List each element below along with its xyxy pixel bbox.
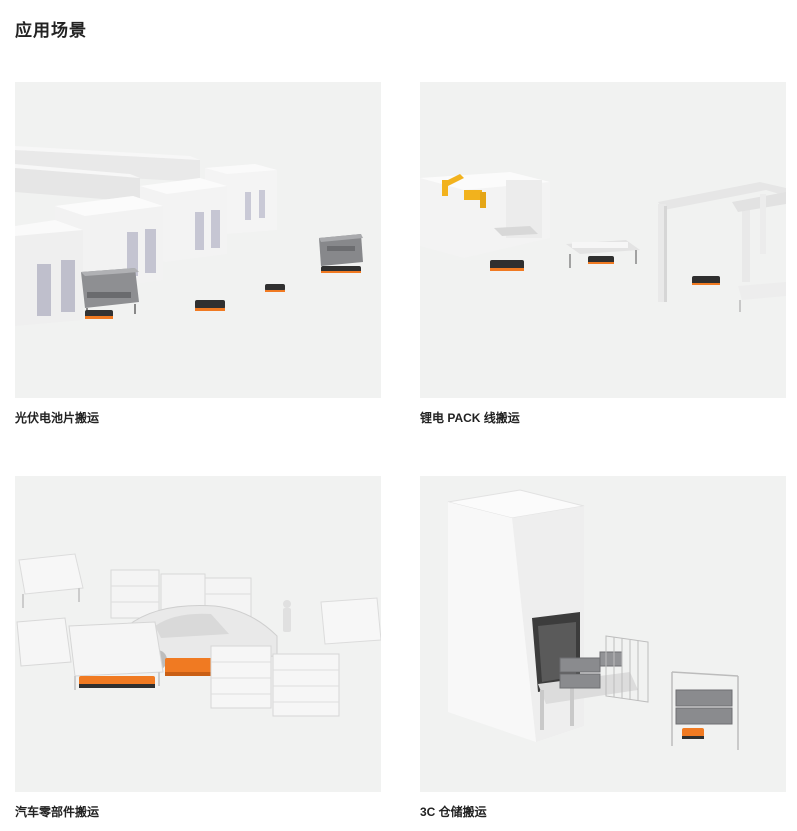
- scenario-card-3c-warehouse[interactable]: 3C 仓储搬运: [420, 476, 786, 819]
- page-title: 应用场景: [15, 21, 87, 40]
- scenario-image-automotive: [15, 476, 381, 792]
- scenario-image-lithium-pack: [420, 82, 786, 398]
- scenario-image-photovoltaic: [15, 82, 381, 398]
- scenario-image-3c-warehouse: [420, 476, 786, 792]
- scenario-caption: 汽车零部件搬运: [15, 805, 100, 819]
- scenario-card-photovoltaic[interactable]: 光伏电池片搬运: [15, 82, 381, 425]
- scenario-card-automotive[interactable]: 汽车零部件搬运: [15, 476, 381, 819]
- scenario-caption: 3C 仓储搬运: [420, 805, 487, 819]
- scenario-caption: 光伏电池片搬运: [15, 411, 100, 425]
- scenario-caption: 锂电 PACK 线搬运: [420, 411, 520, 425]
- scenario-card-lithium-pack[interactable]: 锂电 PACK 线搬运: [420, 82, 786, 425]
